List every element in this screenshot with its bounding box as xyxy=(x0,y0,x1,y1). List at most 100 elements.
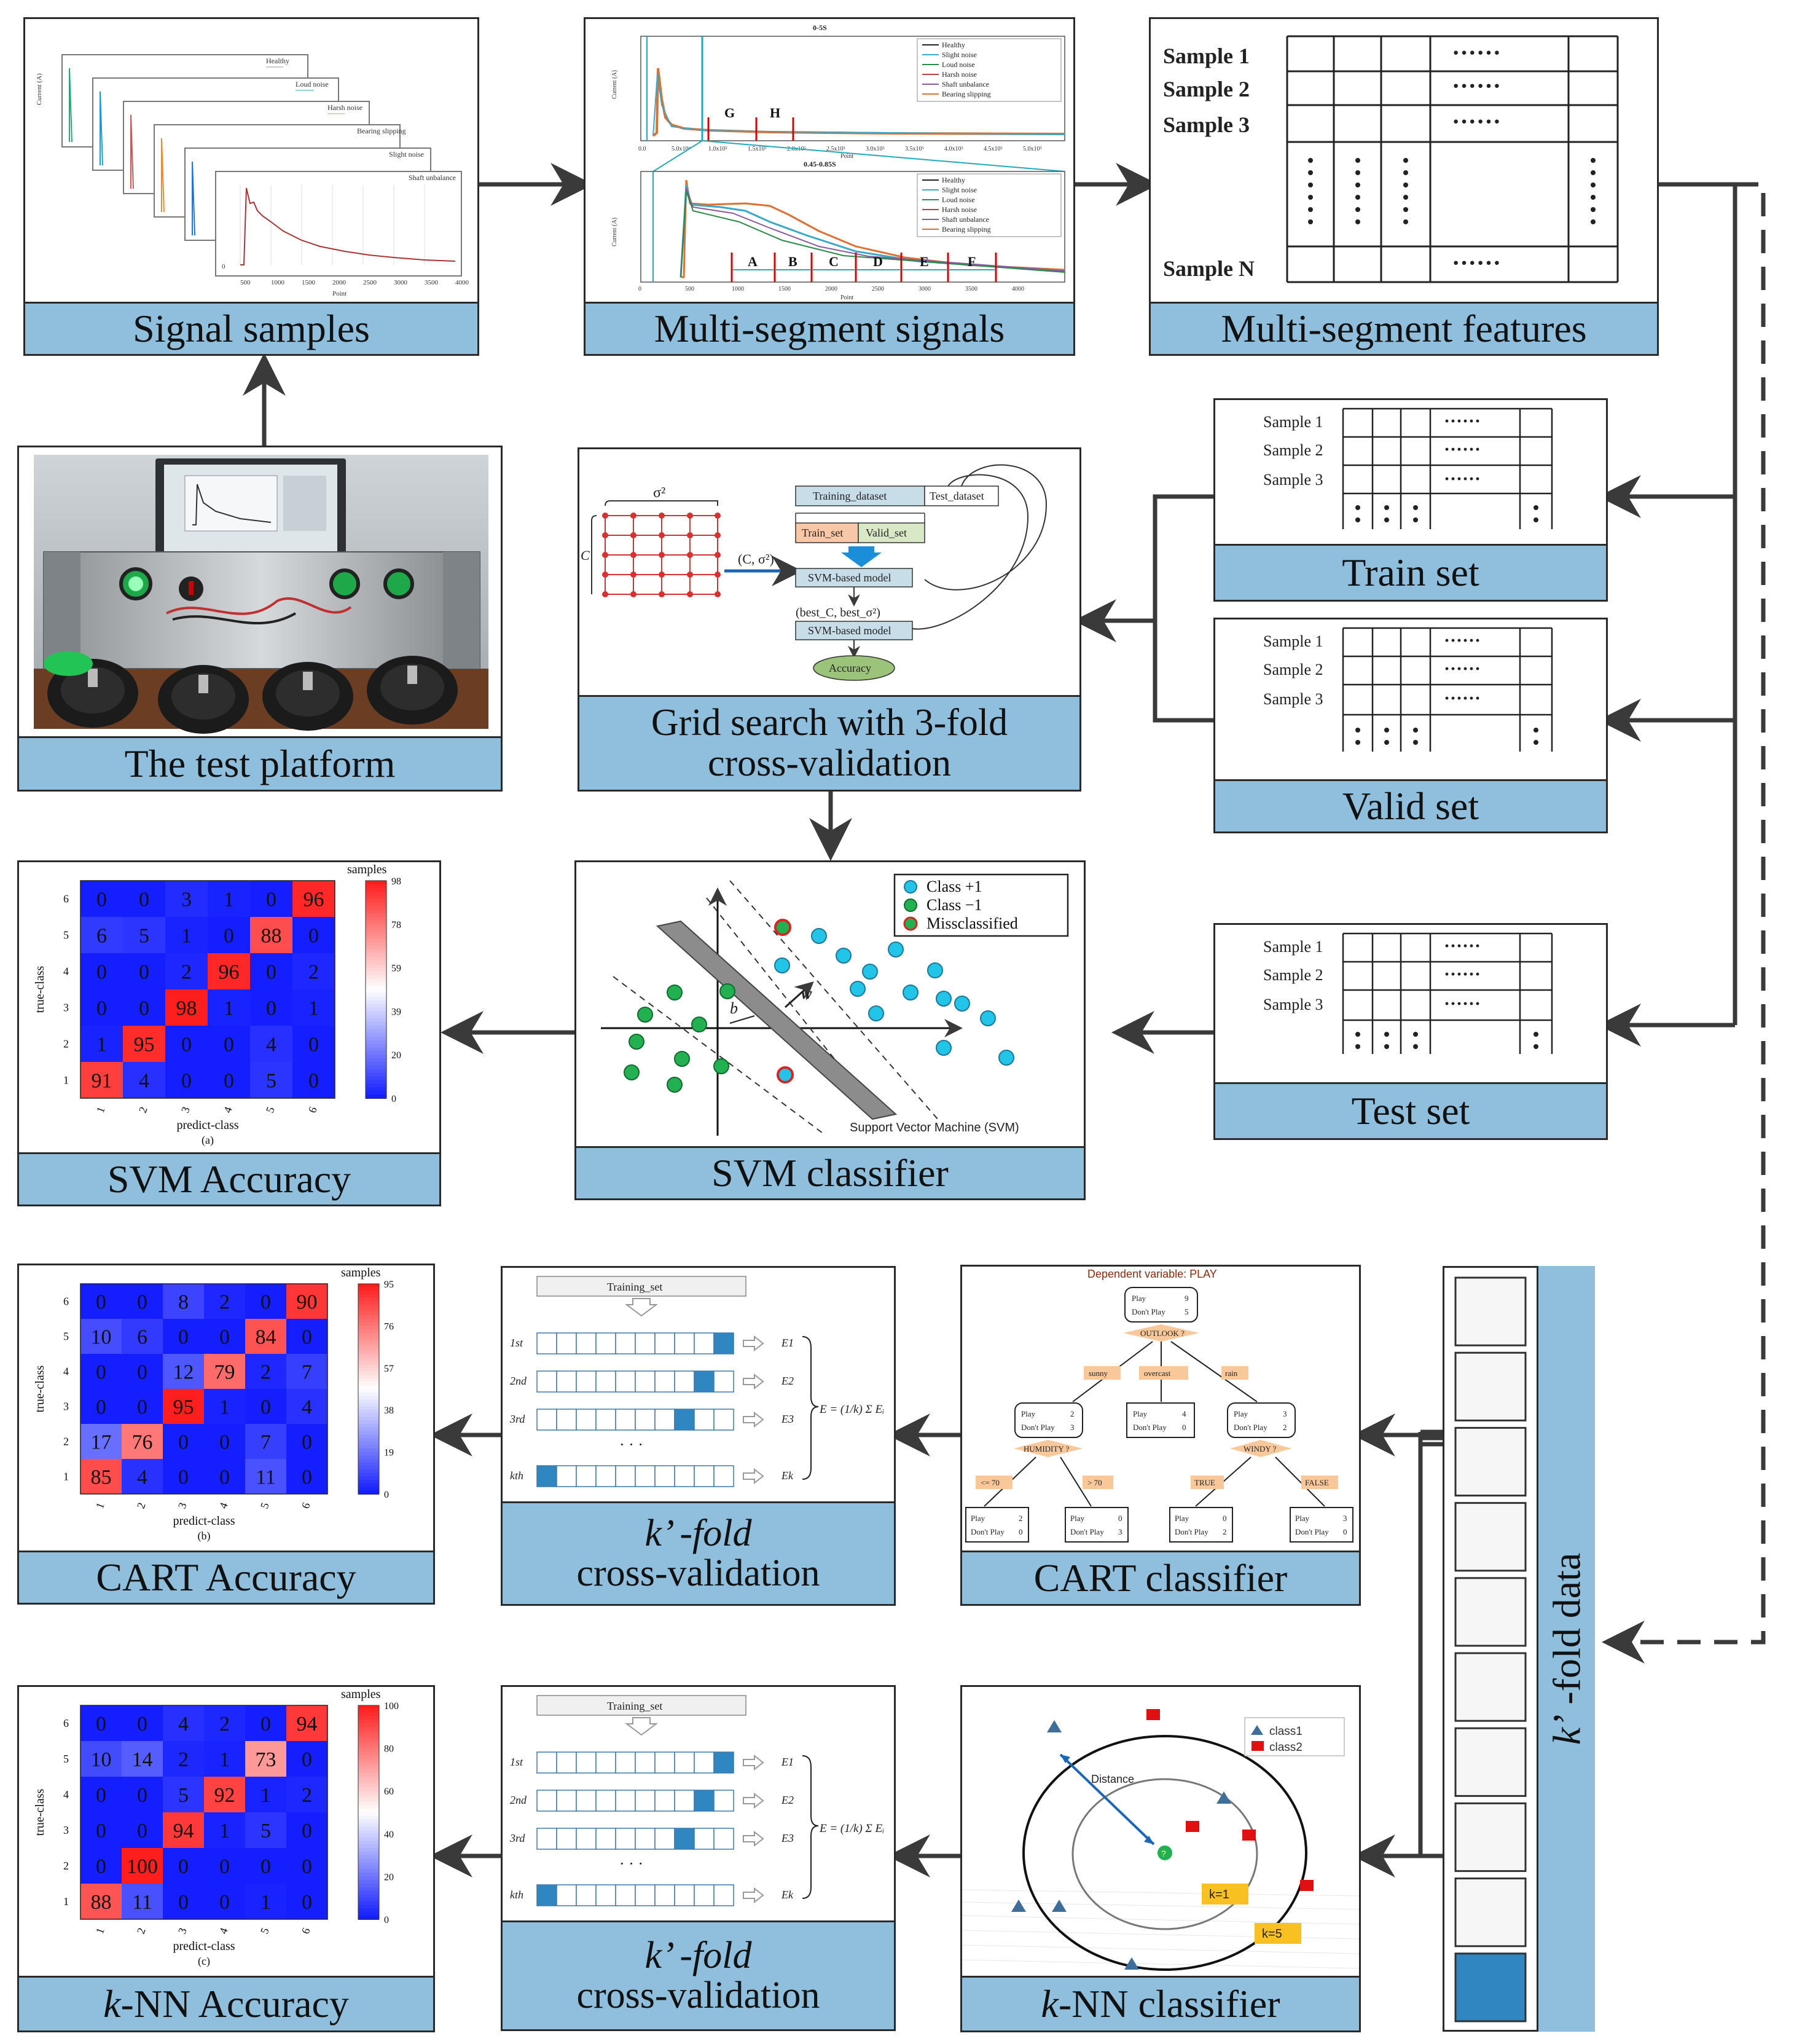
fold-arrow xyxy=(743,1792,764,1809)
svg-text:4.5x10⁵: 4.5x10⁵ xyxy=(984,146,1003,152)
fold-cell xyxy=(576,1828,597,1850)
fold-cell xyxy=(635,1332,656,1354)
colorbar-step xyxy=(358,1480,379,1484)
cm-value: 91 xyxy=(92,1070,112,1093)
fold-cell xyxy=(595,1409,616,1431)
svg-text:WINDY ?: WINDY ? xyxy=(1244,1444,1277,1453)
fold-cell xyxy=(694,1751,715,1774)
fold-cell xyxy=(654,1884,675,1906)
colorbar-step xyxy=(358,1766,379,1771)
svm-accuracy-caption: SVM Accuracy xyxy=(17,1152,441,1206)
fold-cell xyxy=(556,1828,577,1850)
bottom-plot-title: 0.45-0.85S xyxy=(804,160,836,168)
cm-cell xyxy=(208,917,250,953)
colorbar-step xyxy=(358,1730,379,1735)
test-platform-caption: The test platform xyxy=(17,736,503,792)
colorbar-step xyxy=(358,1406,379,1411)
colorbar-step xyxy=(358,1291,379,1295)
cm-value: 1 xyxy=(260,1891,271,1914)
fold-cell xyxy=(635,1370,656,1393)
cm-cell xyxy=(292,1026,335,1062)
fold-cell xyxy=(595,1790,616,1812)
fold-cell xyxy=(536,1884,557,1906)
colorbar-step xyxy=(358,1427,379,1432)
fold-cell xyxy=(615,1332,636,1354)
cm-row-label: 5 xyxy=(63,1331,69,1343)
cm-cell xyxy=(163,1354,204,1389)
colorbar-step xyxy=(358,1315,379,1319)
cm-value: 92 xyxy=(214,1784,235,1807)
colorbar-step xyxy=(358,1462,379,1467)
cm-value: 17 xyxy=(91,1431,112,1454)
fold-cell xyxy=(576,1465,597,1487)
colorbar-step xyxy=(358,1455,379,1460)
svg-text:· · ·: · · · xyxy=(619,1855,643,1873)
colorbar-step xyxy=(358,1908,379,1913)
cm-value: 0 xyxy=(139,889,149,911)
cm-cell xyxy=(80,953,123,989)
colorbar-step xyxy=(366,1044,386,1048)
colorbar-step xyxy=(366,913,386,918)
colorbar-step xyxy=(358,1837,379,1842)
cm-frame xyxy=(80,880,335,1099)
fold-cell xyxy=(595,1465,616,1487)
svg-text:Current (A): Current (A) xyxy=(611,218,618,246)
svg-text:<= 70: <= 70 xyxy=(981,1478,1000,1487)
cm-value: 0 xyxy=(96,997,107,1020)
colorbar-step xyxy=(358,1894,379,1899)
cm-value: 0 xyxy=(302,1855,312,1878)
cm-value: 0 xyxy=(181,1034,192,1056)
cm-cell xyxy=(123,1026,165,1062)
colorbar-step xyxy=(366,884,386,889)
cm-value: 0 xyxy=(219,1466,230,1489)
colorbar-tick: 19 xyxy=(384,1448,394,1458)
colorbar-step xyxy=(366,906,386,911)
svg-text:3.5x10⁵: 3.5x10⁵ xyxy=(905,146,924,152)
fold-block xyxy=(1454,1877,1527,1948)
fold-cell xyxy=(595,1370,616,1393)
svm-model2-label: SVM-based model xyxy=(808,624,891,637)
svg-text:2: 2 xyxy=(1283,1423,1287,1432)
cm-value: 11 xyxy=(132,1891,152,1914)
svg-text:3.0x10⁵: 3.0x10⁵ xyxy=(866,146,885,152)
colorbar-step xyxy=(358,1783,379,1788)
colorbar-step xyxy=(358,1399,379,1404)
svg-text:3: 3 xyxy=(1070,1423,1075,1432)
fold-cell xyxy=(556,1409,577,1431)
colorbar-step xyxy=(366,1087,386,1092)
knn-plot: Distance ? k=1 k=5 class1 class2 xyxy=(962,1709,1359,1971)
cm-value: 1 xyxy=(224,889,234,911)
colorbar-step xyxy=(366,971,386,976)
fold-cell xyxy=(635,1409,656,1431)
fold-cell xyxy=(595,1751,616,1774)
svg-text:> 70: > 70 xyxy=(1087,1478,1102,1487)
fold-cell xyxy=(615,1370,636,1393)
svg-text:Play: Play xyxy=(1070,1514,1085,1523)
cm-cell xyxy=(245,1354,286,1389)
cm-value: 0 xyxy=(219,1326,230,1349)
colorbar-step xyxy=(358,1340,379,1344)
cart-classifier-caption: CART classifier xyxy=(960,1551,1361,1606)
fold-cell xyxy=(674,1751,695,1774)
cm-value: 0 xyxy=(96,1820,106,1842)
cm-value: 98 xyxy=(176,997,197,1020)
fold-cell xyxy=(576,1751,597,1774)
cm-cell xyxy=(80,1319,122,1354)
fold-block xyxy=(1454,1351,1527,1421)
cm-cell xyxy=(80,881,123,917)
cm-cell xyxy=(245,1812,286,1848)
colorbar-step xyxy=(366,910,386,914)
colorbar-step xyxy=(358,1410,379,1414)
legend-loud-noise: Loud noise xyxy=(296,80,329,88)
cm-cell xyxy=(163,1424,204,1459)
fold-cell xyxy=(713,1465,734,1487)
cm-value: 88 xyxy=(91,1891,112,1914)
cm-value: 0 xyxy=(224,1034,234,1056)
cm-cell xyxy=(245,1284,286,1319)
sigma-label: σ² xyxy=(653,485,665,501)
fold-arrow xyxy=(743,1411,764,1428)
colorbar-step xyxy=(358,1844,379,1849)
colorbar-step xyxy=(358,1402,379,1407)
fold-cell xyxy=(556,1751,577,1774)
